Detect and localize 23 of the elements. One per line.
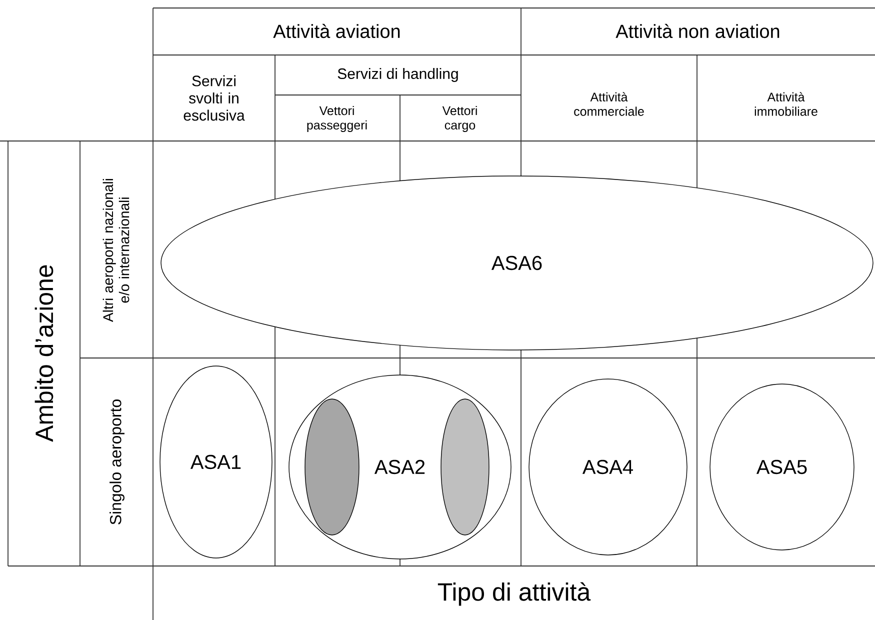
column-header: Attività aviation	[273, 24, 400, 38]
area-label: ASA4	[582, 460, 633, 474]
column-header: Servizi svolti in esclusiva	[184, 75, 245, 121]
area-label: ASA5	[756, 460, 807, 474]
area-label: ASA1	[190, 454, 241, 470]
row-header: Singolo aeroporto	[110, 400, 124, 524]
axis-title: Ambito d’azione	[34, 265, 54, 442]
shaded-ellipse	[440, 398, 490, 536]
ellipse-area	[710, 384, 854, 550]
area-label: ASA6	[491, 256, 542, 270]
ellipse-area	[160, 366, 272, 558]
ellipse-area	[528, 378, 688, 556]
column-header: Attività non aviation	[616, 24, 780, 38]
column-header: Servizi di handling	[338, 68, 458, 82]
shaded-ellipse	[304, 398, 360, 536]
area-label: ASA2	[374, 460, 425, 474]
axis-title: Tipo di attività	[438, 582, 591, 606]
column-header: Vettori cargo	[442, 106, 477, 132]
row-header: Altri aeroporti nazionali e/o internazionali	[102, 179, 130, 322]
column-header: Attività immobiliare	[754, 92, 818, 116]
ellipse-area	[160, 176, 874, 350]
column-header: Attività commerciale	[574, 92, 644, 116]
column-header: Vettori passeggeri	[307, 106, 367, 132]
